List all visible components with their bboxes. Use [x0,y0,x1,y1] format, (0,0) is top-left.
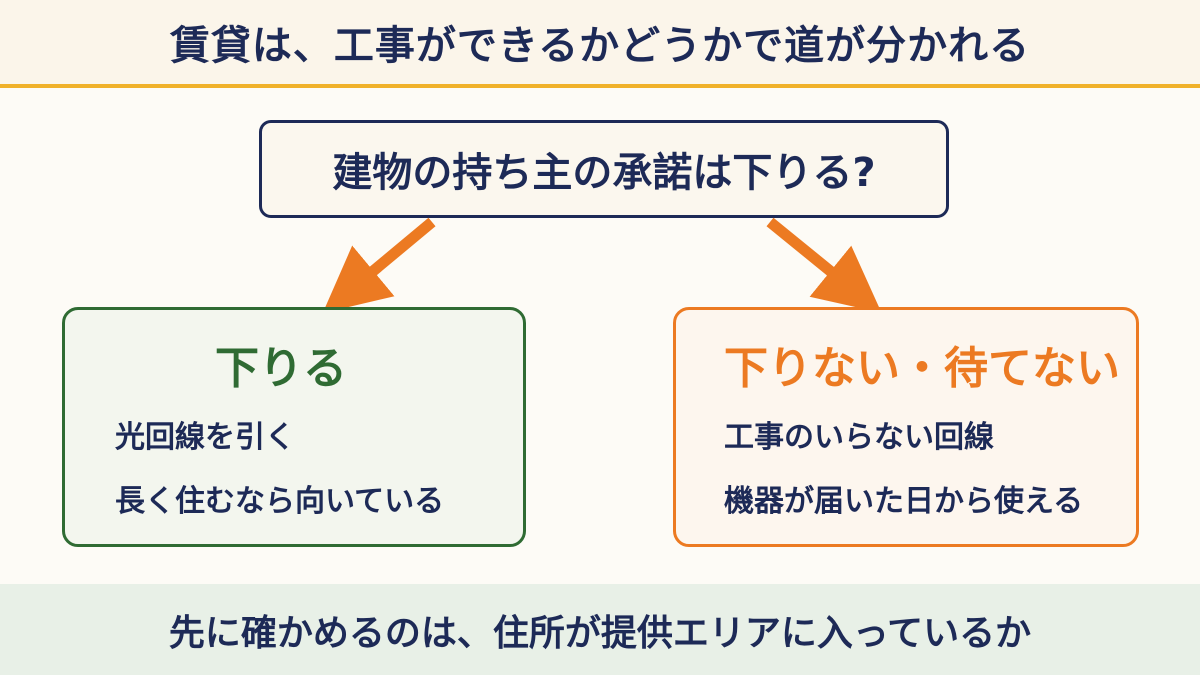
branch-no-item: 工事のいらない回線 [724,420,994,455]
header-bar: 賃貸は、工事ができるかどうかで道が分かれる [0,0,1200,88]
arrow-left [322,217,436,314]
branch-yes-title: 下りる [215,343,347,394]
branch-no-box: 下りない・待てない 工事のいらない回線 機器が届いた日から使える [673,307,1139,547]
branch-yes-box: 下りる 光回線を引く 長く住むなら向いている [62,307,526,547]
question-text: 建物の持ち主の承諾は下りる? [332,150,876,196]
branch-yes-item: 光回線を引く [115,420,295,455]
page-title: 賃貸は、工事ができるかどうかで道が分かれる [169,23,1031,69]
footer-text: 先に確かめるのは、住所が提供エリアに入っているか [168,612,1032,654]
branch-yes-item: 長く住むなら向いている [115,484,445,519]
question-box: 建物の持ち主の承諾は下りる? [259,120,949,218]
arrow-right [766,217,882,313]
branch-no-title: 下りない・待てない [724,343,1120,394]
footer-bar: 先に確かめるのは、住所が提供エリアに入っているか [0,584,1200,675]
branch-no-item: 機器が届いた日から使える [724,484,1084,519]
